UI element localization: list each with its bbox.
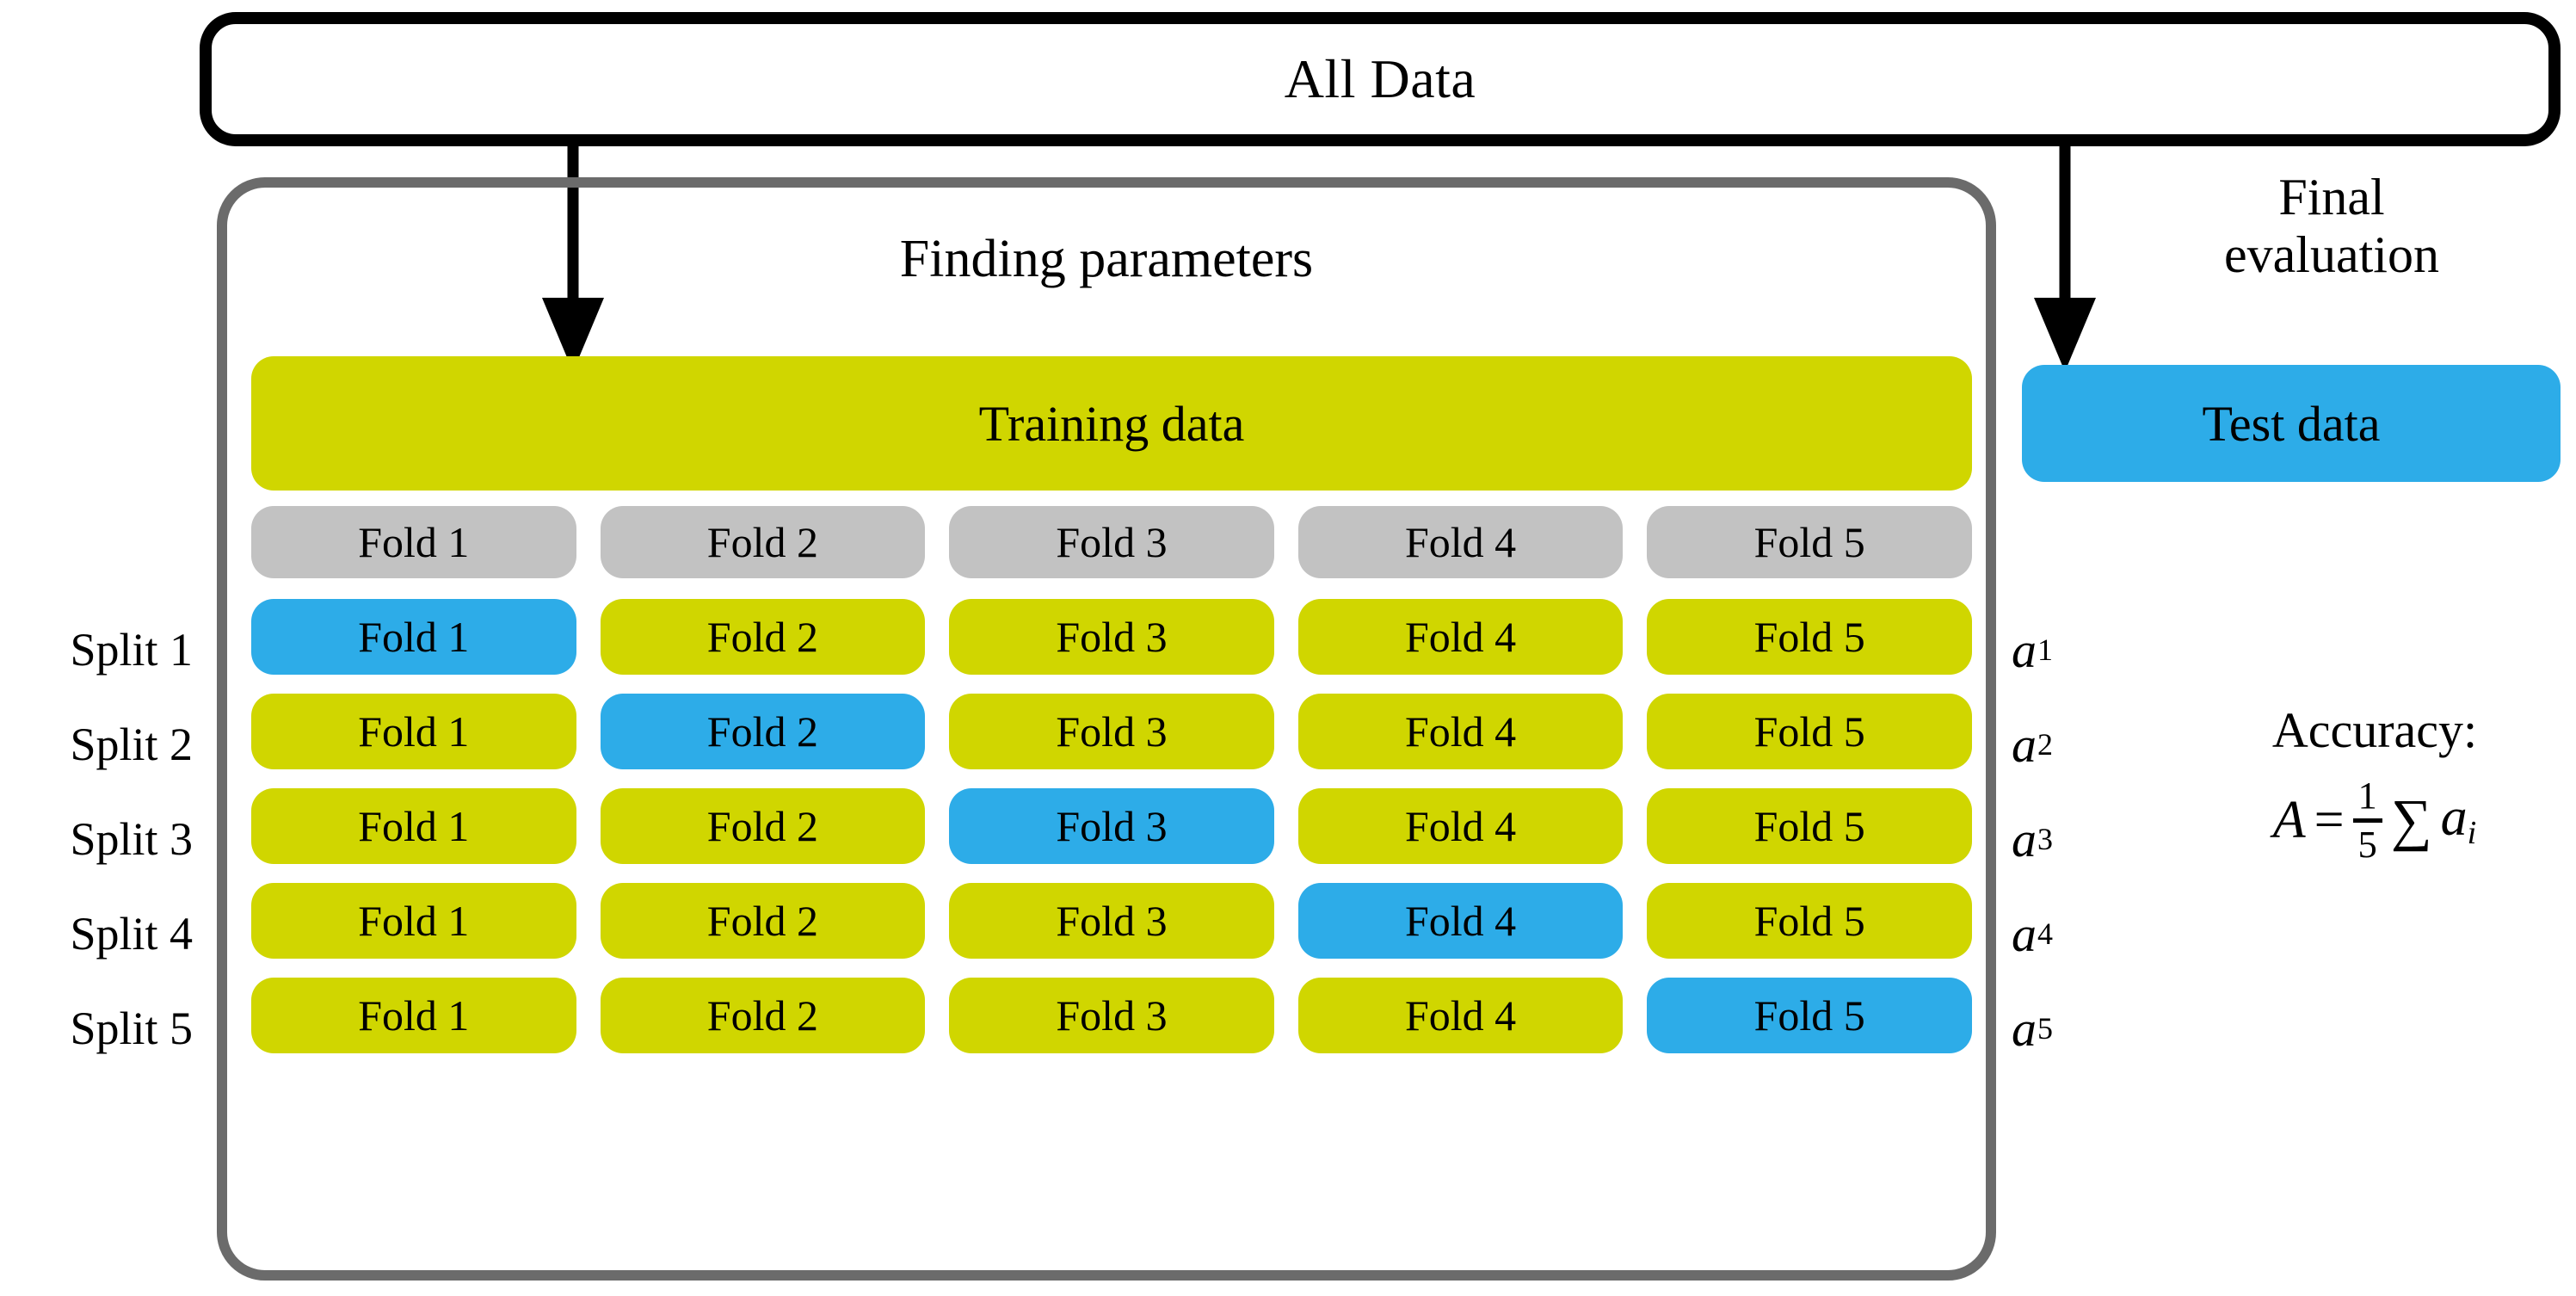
training-fold-cell: Fold 4 [1297, 599, 1624, 675]
accuracy-symbol-base: a [2012, 1000, 2037, 1057]
training-fold-cell: Fold 4 [1297, 788, 1624, 864]
training-fold-cell: Fold 4 [1297, 694, 1624, 769]
final-evaluation-caption: Final evaluation [2099, 169, 2564, 284]
training-fold-cell: Fold 3 [949, 694, 1274, 769]
training-fold-cell: Fold 2 [600, 788, 926, 864]
training-data-label: Training data [978, 395, 1245, 452]
fraction-numerator: 1 [2357, 774, 2377, 817]
accuracy-symbol-base: a [2012, 621, 2037, 678]
accuracy-block: Accuracy: A = 1 5 ∑ ai [2185, 706, 2564, 864]
split-row: Fold 1 Fold 2 Fold 3 Fold 4 Fold 5 [251, 694, 1972, 769]
all-data-box: All Data [200, 12, 2561, 146]
split-label-column: Split 1 Split 2 Split 3 Split 4 Split 5 [0, 602, 203, 1076]
split-row: Fold 1 Fold 2 Fold 3 Fold 4 Fold 5 [251, 883, 1972, 959]
split-label: Split 4 [70, 908, 193, 960]
fold-header-cell: Fold 4 [1297, 506, 1624, 578]
training-fold-cell: Fold 5 [1647, 883, 1972, 959]
split-label: Split 2 [70, 719, 193, 770]
split-label: Split 3 [70, 813, 193, 865]
final-evaluation-line-2: evaluation [2224, 226, 2439, 284]
accuracy-symbol-index: 3 [2037, 822, 2053, 856]
accuracy-fraction: 1 5 [2352, 774, 2382, 866]
accuracy-symbol-base: a [2012, 716, 2037, 773]
accuracy-label: Accuracy: [2271, 702, 2478, 758]
training-fold-cell: Fold 1 [251, 883, 576, 959]
accuracy-lhs: A [2272, 791, 2306, 850]
arrow-head [2034, 298, 2096, 372]
training-fold-cell: Fold 4 [1297, 978, 1624, 1053]
fraction-bar [2352, 818, 2382, 823]
validation-fold-cell: Fold 5 [1647, 978, 1972, 1053]
test-data-bar: Test data [2022, 365, 2561, 482]
accuracy-equals: = [2314, 791, 2345, 850]
accuracy-symbol-base: a [2012, 905, 2037, 962]
split-row: Fold 1 Fold 2 Fold 3 Fold 4 Fold 5 [251, 978, 1972, 1053]
accuracy-symbol-index: 1 [2037, 633, 2053, 667]
finding-parameters-container [217, 177, 1996, 1281]
accuracy-symbol-base: a [2012, 811, 2037, 867]
training-fold-cell: Fold 1 [251, 978, 576, 1053]
validation-fold-cell: Fold 4 [1297, 883, 1624, 959]
fold-header-cell: Fold 3 [949, 506, 1274, 578]
arrow-shaft [2059, 146, 2071, 315]
validation-fold-cell: Fold 1 [251, 599, 576, 675]
training-fold-cell: Fold 1 [251, 694, 576, 769]
fold-header-row: Fold 1 Fold 2 Fold 3 Fold 4 Fold 5 [251, 506, 1972, 578]
fold-header-cell: Fold 1 [251, 506, 576, 578]
split-row: Fold 1 Fold 2 Fold 3 Fold 4 Fold 5 [251, 599, 1972, 675]
arrow-shaft [567, 146, 579, 315]
training-fold-cell: Fold 3 [949, 883, 1274, 959]
training-fold-cell: Fold 2 [600, 883, 926, 959]
test-data-label: Test data [2202, 395, 2381, 452]
validation-fold-cell: Fold 2 [600, 694, 926, 769]
all-data-label: All Data [1284, 48, 1476, 109]
training-fold-cell: Fold 2 [600, 599, 926, 675]
training-fold-cell: Fold 3 [949, 978, 1274, 1053]
accuracy-symbol-index: 2 [2037, 727, 2053, 762]
training-fold-cell: Fold 5 [1647, 694, 1972, 769]
fraction-denominator: 5 [2357, 822, 2377, 866]
training-fold-cell: Fold 3 [949, 599, 1274, 675]
training-fold-cell: Fold 5 [1647, 599, 1972, 675]
training-data-bar: Training data [251, 356, 1972, 491]
training-fold-cell: Fold 5 [1647, 788, 1972, 864]
summation-sigma-icon: ∑ [2390, 787, 2432, 852]
accuracy-symbol-index: 5 [2037, 1011, 2053, 1046]
split-row: Fold 1 Fold 2 Fold 3 Fold 4 Fold 5 [251, 788, 1972, 864]
accuracy-symbol-index: 4 [2037, 916, 2053, 951]
fold-header-cell: Fold 2 [600, 506, 926, 578]
split-label: Split 1 [70, 624, 193, 676]
accuracy-formula: A = 1 5 ∑ ai [2185, 774, 2564, 866]
fold-header-cell: Fold 5 [1647, 506, 1972, 578]
finding-parameters-title: Finding parameters [899, 230, 1314, 288]
accuracy-term: ai [2440, 787, 2477, 851]
validation-fold-cell: Fold 3 [949, 788, 1274, 864]
training-fold-cell: Fold 2 [600, 978, 926, 1053]
split-label: Split 5 [70, 1003, 193, 1054]
training-fold-cell: Fold 1 [251, 788, 576, 864]
final-evaluation-line-1: Final [2278, 169, 2385, 225]
